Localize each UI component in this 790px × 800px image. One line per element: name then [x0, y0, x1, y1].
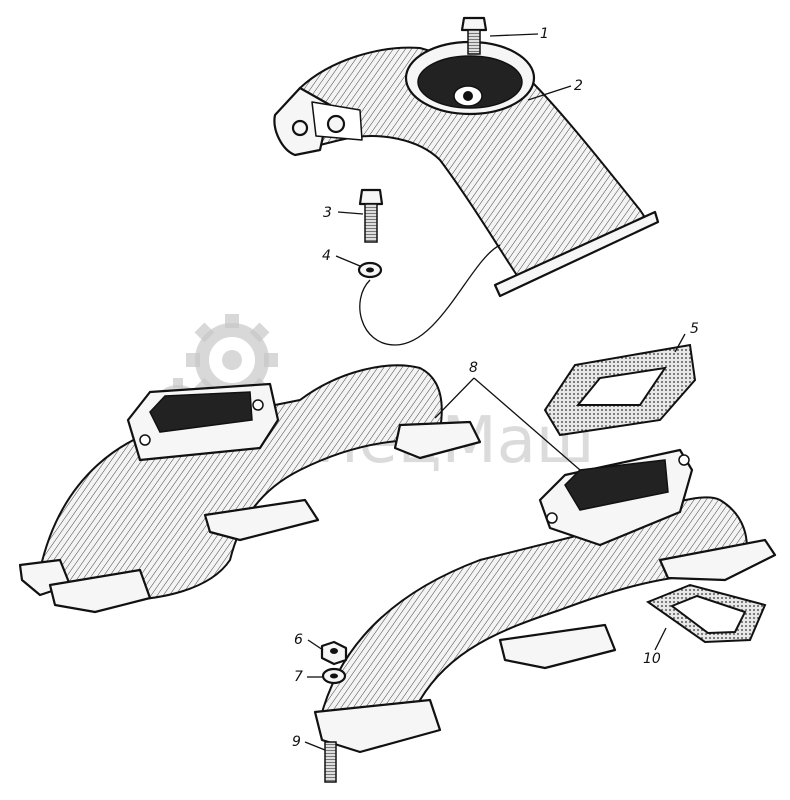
nut-6	[320, 640, 348, 666]
gasket-5	[543, 343, 697, 437]
callout-3: 3	[323, 205, 332, 221]
spring-washer-7	[321, 667, 347, 685]
callout-7: 7	[294, 669, 303, 685]
callout-8: 8	[469, 360, 478, 376]
exhaust-manifold-right	[313, 448, 777, 754]
washer-4	[357, 244, 501, 346]
callout-9: 9	[292, 734, 301, 750]
callout-1: 1	[540, 26, 549, 42]
callout-2: 2	[574, 78, 583, 94]
exhaust-manifold-left	[18, 364, 482, 614]
callout-6: 6	[294, 632, 303, 648]
bolt-1	[460, 16, 488, 55]
callout-4: 4	[322, 248, 331, 264]
gasket-10	[645, 583, 767, 644]
stud-9	[324, 741, 337, 783]
callout-5: 5	[690, 321, 699, 337]
elbow-pipe	[273, 40, 660, 298]
callout-labels: 1 2 3 4 5 6 7 8 9 10	[292, 26, 699, 750]
leader-lines	[304, 33, 686, 751]
callout-10: 10	[643, 651, 661, 667]
bolt-3	[358, 188, 384, 243]
